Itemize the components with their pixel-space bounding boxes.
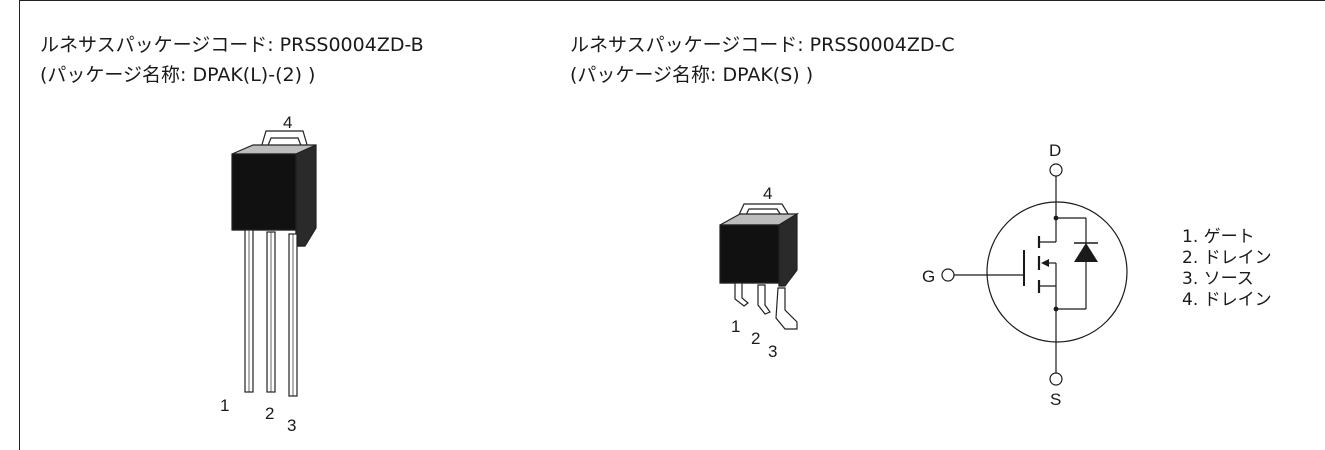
mosfet-circle (986, 201, 1128, 343)
dpak-l-body-side (295, 144, 317, 247)
drain-label: D (1049, 141, 1061, 160)
dpak-l-pin-2: 2 (265, 404, 274, 423)
mosfet-fills (1041, 215, 1098, 312)
dpak-s-pin-3: 3 (768, 342, 777, 361)
dpak-l-pin-4: 4 (283, 113, 292, 132)
dpak-l-pin-3: 3 (287, 416, 296, 435)
dpak-s-pin-2: 2 (751, 329, 760, 348)
gate-label: G (922, 267, 935, 286)
package-code-right: ルネサスパッケージコード: PRSS0004ZD-C (570, 34, 955, 56)
dpak-s-leads (734, 282, 798, 330)
pin-legend-item: 3. ソース (1182, 269, 1254, 289)
dpak-l-package (231, 130, 317, 397)
package-header-left: ルネサスパッケージコード: PRSS0004ZD-B (パッケージ名称: DPA… (40, 30, 424, 90)
dpak-s-body-front (719, 224, 780, 284)
pin-legend-item: 4. ドレイン (1182, 290, 1272, 310)
package-name-right: (パッケージ名称: DPAK(S) ) (570, 64, 814, 86)
pin-legend-item: 1. ゲート (1182, 227, 1255, 247)
dpak-l-body-front (231, 153, 297, 231)
dpak-s-package (719, 203, 800, 330)
gate-terminal (941, 268, 955, 282)
pin-legend: 1. ゲート 2. ドレイン 3. ソース 4. ドレイン (1182, 227, 1272, 311)
dpak-l-leads (244, 229, 298, 397)
package-code-left: ルネサスパッケージコード: PRSS0004ZD-B (40, 34, 424, 56)
pin-legend-item: 2. ドレイン (1182, 248, 1272, 268)
channel-arrow (1041, 259, 1049, 267)
dpak-s-body-side (778, 212, 798, 287)
dpak-s-pin-1: 1 (731, 317, 740, 336)
source-terminal (1049, 372, 1063, 386)
drain-terminal (1049, 163, 1063, 177)
diagram-frame (19, 0, 1325, 450)
dpak-l-pin-1: 1 (220, 396, 229, 415)
diode-triangle (1074, 243, 1098, 262)
source-label: S (1050, 390, 1061, 409)
dpak-s-pin-4: 4 (763, 184, 772, 203)
mosfet-symbol (941, 163, 1128, 386)
package-name-left: (パッケージ名称: DPAK(L)-(2) ) (40, 64, 316, 86)
package-header-right: ルネサスパッケージコード: PRSS0004ZD-C (パッケージ名称: DPA… (570, 30, 955, 90)
